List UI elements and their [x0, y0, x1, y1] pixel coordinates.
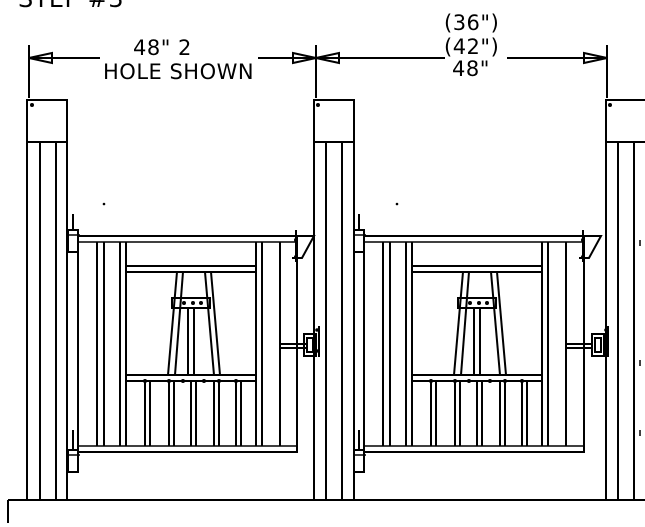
right-dimension-alt-42: (42") [444, 35, 500, 59]
gate-left [67, 202, 320, 473]
ground-line [7, 499, 645, 523]
post-right [605, 99, 645, 501]
gate-right [353, 202, 641, 473]
step-label: STEP #3 [18, 0, 124, 11]
left-dimension-note: HOLE SHOWN [103, 60, 255, 84]
dimension-left [28, 45, 317, 98]
post-left [26, 99, 68, 501]
dimension-right [315, 45, 608, 98]
right-dimension-alt-36: (36") [444, 11, 500, 35]
right-dimension-value: 48" [452, 57, 490, 81]
left-dimension-value: 48" 2 [133, 36, 192, 60]
post-center [313, 99, 355, 501]
